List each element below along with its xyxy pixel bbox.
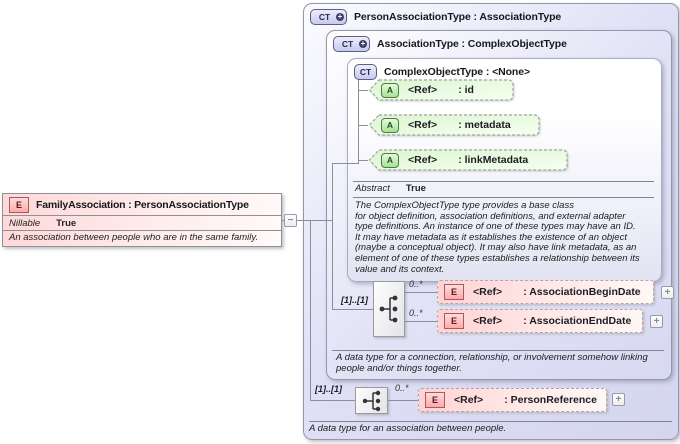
occurrence-label: 0..*	[409, 279, 423, 289]
nillable-row: Nillable True	[3, 216, 281, 231]
attribute-ref: <Ref>	[408, 154, 438, 166]
element-ref: <Ref>	[473, 286, 503, 298]
divider	[309, 421, 672, 422]
expand-toggle[interactable]: +	[661, 286, 674, 299]
sequence-compositor[interactable]	[355, 387, 388, 414]
connector-line	[358, 125, 368, 126]
complex-type-icon: CT +	[333, 36, 370, 52]
complex-type-icon: CT +	[310, 9, 347, 25]
attribute-icon: A	[381, 152, 399, 168]
family-association-description: An association between people who are in…	[9, 232, 259, 244]
person-association-type-header[interactable]: CT + PersonAssociationType : Association…	[310, 9, 561, 25]
element-association-end-date[interactable]: E <Ref> : AssociationEndDate	[437, 309, 643, 333]
association-type-title: AssociationType : ComplexObjectType	[377, 38, 567, 50]
attribute-ref: <Ref>	[408, 84, 438, 96]
sequence-icon	[362, 390, 380, 411]
sequence-cardinality: [1]..[1]	[341, 295, 368, 305]
abstract-row: Abstract True	[355, 183, 426, 194]
connector-line	[280, 220, 332, 221]
connector-line	[332, 309, 373, 310]
attribute-name: : metadata	[458, 119, 511, 131]
expand-toggle[interactable]: +	[650, 315, 663, 328]
plus-icon: +	[359, 39, 367, 48]
plus-icon: +	[336, 12, 344, 21]
expand-toggle[interactable]: +	[612, 393, 625, 406]
attribute-icon: A	[381, 117, 399, 133]
element-name: : AssociationEndDate	[523, 315, 632, 327]
element-ref: <Ref>	[473, 315, 503, 327]
sequence-cardinality: [1]..[1]	[315, 384, 342, 394]
complex-object-type-header[interactable]: CT ComplexObjectType : <None>	[354, 64, 530, 80]
family-association-header[interactable]: E FamilyAssociation : PersonAssociationT…	[3, 194, 281, 216]
abstract-label: Abstract	[355, 183, 390, 194]
element-icon: E	[444, 313, 464, 329]
attribute-shape	[368, 149, 568, 171]
abstract-value: True	[405, 183, 426, 194]
family-association-element[interactable]: E FamilyAssociation : PersonAssociationT…	[2, 193, 282, 247]
connector-line	[358, 160, 368, 161]
occurrence-label: 0..*	[409, 308, 423, 318]
element-name: : AssociationBeginDate	[523, 286, 641, 298]
ct-icon-label: CT	[318, 12, 331, 22]
attribute-name: : id	[458, 84, 474, 96]
person-association-type-description: A data type for an association between p…	[309, 423, 507, 434]
sequence-compositor[interactable]	[373, 281, 405, 337]
association-type-description: A data type for a connection, relationsh…	[336, 352, 648, 374]
attribute-id[interactable]: A <Ref> : id	[368, 79, 514, 101]
element-icon: E	[9, 196, 29, 213]
element-person-reference[interactable]: E <Ref> : PersonReference	[418, 388, 607, 412]
attribute-icon: A	[381, 82, 399, 98]
complex-object-type-description: The ComplexObjectType type provides a ba…	[355, 200, 640, 275]
nillable-value: True	[56, 217, 77, 229]
attribute-shape	[368, 114, 540, 136]
connector-line	[332, 163, 333, 310]
occurrence-label: 0..*	[395, 383, 409, 393]
connector-line	[405, 292, 437, 293]
ct-icon-label: CT	[359, 67, 372, 77]
attribute-metadata[interactable]: A <Ref> : metadata	[368, 114, 540, 136]
element-icon: E	[425, 392, 445, 408]
person-association-type-title: PersonAssociationType : AssociationType	[354, 11, 562, 23]
collapse-toggle[interactable]: −	[284, 214, 297, 227]
complex-type-icon: CT	[354, 64, 377, 80]
ct-icon-label: CT	[341, 39, 354, 49]
connector-line	[310, 400, 355, 401]
sequence-icon	[379, 295, 398, 323]
family-association-title: FamilyAssociation : PersonAssociationTyp…	[36, 198, 249, 211]
attribute-ref: <Ref>	[408, 119, 438, 131]
nillable-label: Nillable	[9, 217, 41, 229]
association-type-header[interactable]: CT + AssociationType : ComplexObjectType	[333, 36, 567, 52]
connector-line	[405, 321, 437, 322]
divider	[353, 181, 654, 182]
connector-line	[358, 90, 368, 91]
attribute-name: : linkMetadata	[458, 154, 529, 166]
element-ref: <Ref>	[454, 394, 484, 406]
attribute-shape	[368, 79, 514, 101]
attribute-link-metadata[interactable]: A <Ref> : linkMetadata	[368, 149, 568, 171]
element-icon: E	[444, 284, 464, 300]
element-name: : PersonReference	[504, 394, 597, 406]
connector-line	[358, 76, 359, 164]
connector-line	[332, 163, 358, 164]
divider	[332, 350, 664, 351]
connector-line	[310, 221, 311, 401]
family-association-description-row: An association between people who are in…	[3, 231, 281, 246]
element-association-begin-date[interactable]: E <Ref> : AssociationBeginDate	[437, 280, 654, 304]
divider	[353, 197, 654, 198]
connector-line	[388, 400, 418, 401]
complex-object-type-title: ComplexObjectType : <None>	[384, 66, 530, 78]
